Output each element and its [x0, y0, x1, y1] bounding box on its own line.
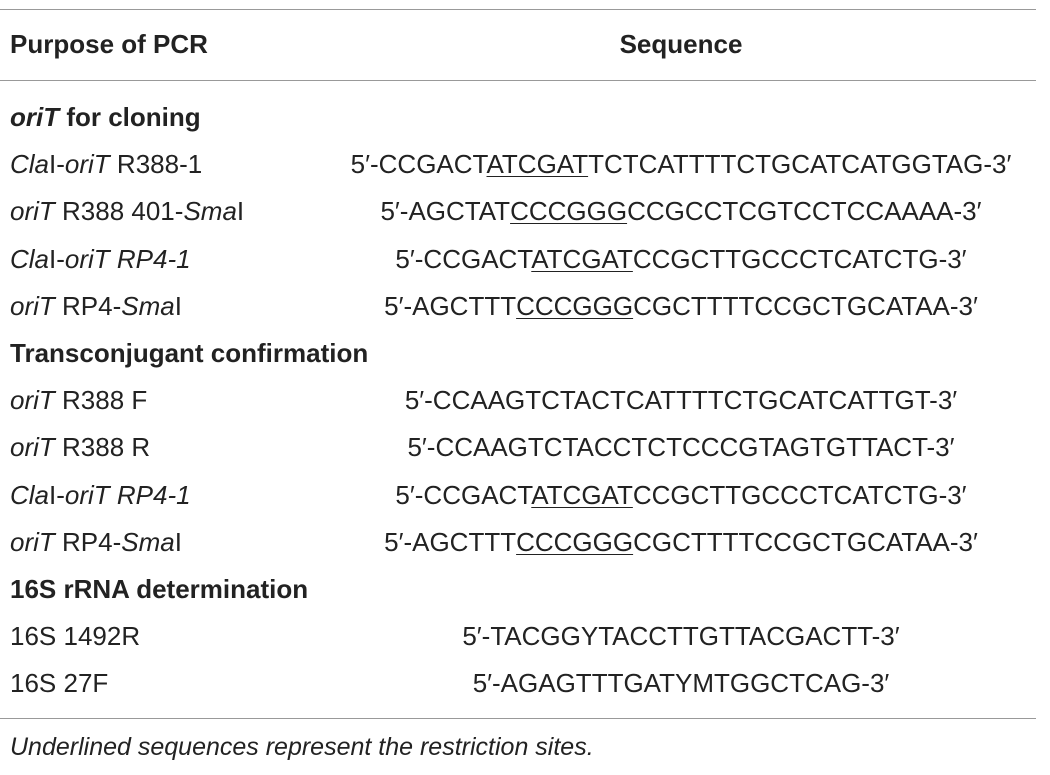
restriction-site: ATCGAT: [531, 479, 633, 510]
restriction-site: CCCGGG: [516, 290, 634, 321]
primer-name-part: I: [236, 196, 245, 227]
table-row: oriT R388 401-SmaI 5′-AGCTATCCCGGGCCGCCTC…: [0, 191, 1036, 231]
section-title-text: Transconjugant confirmation: [10, 338, 369, 368]
primer-sequence: 5′-CCAAGTCTACCTCTCCCGTAGTGTTACT-3′: [326, 427, 1036, 467]
primer-name-part: oriT: [10, 196, 55, 227]
section-heading: 16S rRNA determination: [0, 569, 1036, 609]
sequence-prefix: 5′-TACGGYTACCTTGTTACGACTT-3′: [462, 621, 900, 652]
table-row: oriT R388 R 5′-CCAAGTCTACCTCTCCCGTAGTGTTA…: [0, 427, 1036, 467]
primer-sequence: 5′-CCGACTATCGATCCGCTTGCCCTCATCTG-3′: [326, 475, 1036, 515]
primer-name-part: R388 F: [54, 385, 148, 416]
primer-name-part: R388 R: [54, 432, 151, 463]
sequence-prefix: 5′-AGAGTTTGATYMTGGCTCAG-3′: [472, 668, 890, 699]
restriction-site: CCCGGG: [516, 526, 634, 557]
section-title-text: 16S rRNA determination: [10, 574, 309, 604]
primer-name-part: Sma: [121, 526, 175, 557]
primer-name: 16S 27F: [10, 663, 108, 703]
sequence-suffix: CGCTTTTCCGCTGCATAA-3′: [633, 526, 978, 557]
primer-name: oriT R388 F: [10, 380, 147, 420]
sequence-prefix: 5′-CCGACT: [395, 243, 532, 274]
primer-name: 16S 1492R: [10, 616, 140, 656]
table-header-rule: [0, 80, 1036, 81]
primer-name-part: I-: [49, 243, 65, 274]
primer-name-part: oriT: [10, 432, 55, 463]
primer-name-part: oriT: [10, 290, 55, 321]
primer-name: ClaI-oriT RP4-1: [10, 475, 191, 515]
primer-sequence: 5′-CCGACTATCGATTCTCATTTTCTGCATCATGGTAG-3…: [326, 144, 1036, 184]
primer-name-part: Cla: [10, 149, 50, 180]
table-top-rule: [0, 9, 1036, 10]
section-heading: Transconjugant confirmation: [0, 333, 1036, 373]
primer-name-part: oriT: [10, 526, 55, 557]
sequence-prefix: 5′-AGCTTT: [384, 290, 517, 321]
primer-name-part: RP4-: [54, 290, 122, 321]
table-row: 16S 27F 5′-AGAGTTTGATYMTGGCTCAG-3′: [0, 663, 1036, 703]
primer-name-part: R388 401-: [54, 196, 184, 227]
column-header-purpose: Purpose of PCR: [10, 29, 208, 59]
sequence-prefix: 5′-CCAAGTCTACTCATTTTCTGCATCATTGT-3′: [404, 385, 958, 416]
restriction-site: CCCGGG: [510, 196, 628, 227]
sequence-suffix: CCGCTTGCCCTCATCTG-3′: [632, 479, 967, 510]
sequence-suffix: CCGCCTCGTCCTCCAAAA-3′: [627, 196, 982, 227]
sequence-prefix: 5′-AGCTTT: [384, 526, 517, 557]
primer-name-part: I-: [49, 479, 65, 510]
primer-sequence: 5′-AGCTTTCCCGGGCGCTTTTCCGCTGCATAA-3′: [326, 522, 1036, 562]
primer-name: ClaI-oriT RP4-1: [10, 239, 191, 279]
section-title: oriT for cloning: [10, 97, 201, 137]
primer-name-part: 16S 27F: [10, 668, 109, 699]
sequence-suffix: CCGCTTGCCCTCATCTG-3′: [632, 243, 967, 274]
column-header-sequence: Sequence: [619, 29, 743, 59]
primer-name-part: oriT RP4-1: [64, 479, 191, 510]
primer-name-part: RP4-: [54, 526, 122, 557]
sequence-prefix: 5′-AGCTAT: [380, 196, 511, 227]
table-row: oriT RP4-SmaI 5′-AGCTTTCCCGGGCGCTTTTCCGCT…: [0, 286, 1036, 326]
table-row: oriT RP4-SmaI 5′-AGCTTTCCCGGGCGCTTTTCCGCT…: [0, 522, 1036, 562]
primer-sequence: 5′-AGAGTTTGATYMTGGCTCAG-3′: [326, 663, 1036, 703]
table-row: ClaI-oriT R388-1 5′-CCGACTATCGATTCTCATTTT…: [0, 144, 1036, 184]
section-title-italic: oriT: [10, 102, 60, 132]
primer-name: oriT RP4-SmaI: [10, 522, 182, 562]
primer-sequence: 5′-AGCTATCCCGGGCCGCCTCGTCCTCCAAAA-3′: [326, 191, 1036, 231]
sequence-prefix: 5′-CCGACT: [395, 479, 532, 510]
primer-name-part: oriT: [10, 385, 55, 416]
primer-name-part: R388-1: [109, 149, 203, 180]
primer-sequence: 5′-CCAAGTCTACTCATTTTCTGCATCATTGT-3′: [326, 380, 1036, 420]
table-footnote: Underlined sequences represent the restr…: [10, 733, 594, 761]
section-heading: oriT for cloning: [0, 97, 1036, 137]
primer-sequence: 5′-TACGGYTACCTTGTTACGACTT-3′: [326, 616, 1036, 656]
primer-name-part: Sma: [121, 290, 175, 321]
primer-name-part: oriT RP4-1: [64, 243, 191, 274]
primer-sequence: 5′-AGCTTTCCCGGGCGCTTTTCCGCTGCATAA-3′: [326, 286, 1036, 326]
primer-name: ClaI-oriT R388-1: [10, 144, 202, 184]
table-row: ClaI-oriT RP4-1 5′-CCGACTATCGATCCGCTTGCCC…: [0, 475, 1036, 515]
primer-name-part: I: [174, 290, 182, 321]
sequence-suffix: TCTCATTTTCTGCATCATGGTAG-3′: [588, 149, 1012, 180]
table-row: ClaI-oriT RP4-1 5′-CCGACTATCGATCCGCTTGCCC…: [0, 239, 1036, 279]
primer-name-part: I: [174, 526, 182, 557]
section-title-text: for cloning: [59, 102, 201, 132]
primer-name: oriT RP4-SmaI: [10, 286, 182, 326]
restriction-site: ATCGAT: [486, 149, 589, 180]
primer-name-part: oriT: [64, 149, 110, 180]
sequence-prefix: 5′-CCGACT: [350, 149, 487, 180]
restriction-site: ATCGAT: [531, 243, 633, 274]
primer-name-part: Cla: [10, 243, 50, 274]
section-title: 16S rRNA determination: [10, 569, 308, 609]
table-row: oriT R388 F 5′-CCAAGTCTACTCATTTTCTGCATCAT…: [0, 380, 1036, 420]
primer-name-part: 16S 1492R: [10, 621, 141, 652]
sequence-suffix: CGCTTTTCCGCTGCATAA-3′: [633, 290, 978, 321]
table-bottom-rule: [0, 718, 1036, 719]
primer-name: oriT R388 401-SmaI: [10, 191, 244, 231]
primer-sequence: 5′-CCGACTATCGATCCGCTTGCCCTCATCTG-3′: [326, 239, 1036, 279]
primer-name-part: Sma: [183, 196, 237, 227]
table-row: 16S 1492R 5′-TACGGYTACCTTGTTACGACTT-3′: [0, 616, 1036, 656]
primer-name-part: I-: [49, 149, 65, 180]
primer-name-part: Cla: [10, 479, 50, 510]
section-title: Transconjugant confirmation: [10, 333, 368, 373]
primer-name: oriT R388 R: [10, 427, 150, 467]
table-header: Purpose of PCR Sequence: [0, 29, 1036, 63]
sequence-prefix: 5′-CCAAGTCTACCTCTCCCGTAGTGTTACT-3′: [407, 432, 955, 463]
